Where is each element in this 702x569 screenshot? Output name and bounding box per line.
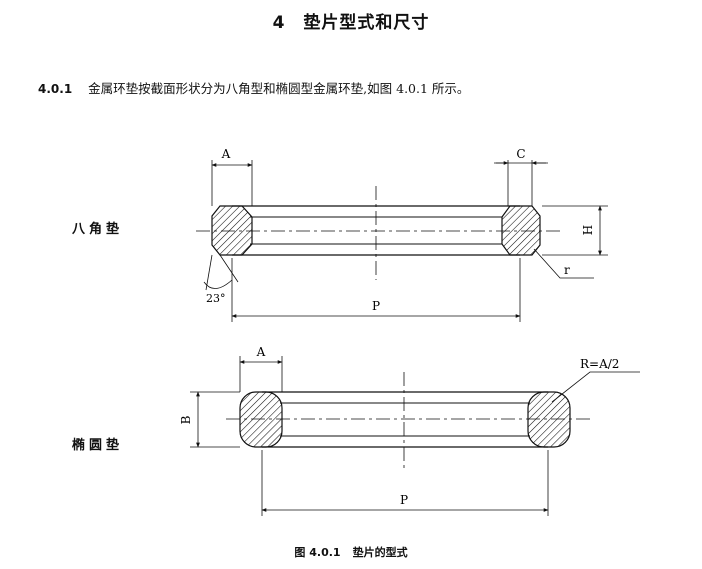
- oct-angle: 23°: [206, 292, 226, 305]
- oct-dim-a: A: [221, 147, 231, 161]
- figure-caption-text: 垫片的型式: [352, 546, 408, 559]
- oval-right-section: [527, 391, 571, 448]
- clause-text: 金属环垫按截面形状分为八角型和椭圆型金属环垫,如图 4.0.1 所示。: [88, 81, 470, 96]
- section-title-text: 垫片型式和尺寸: [303, 13, 430, 33]
- oct-dim-c: C: [516, 147, 525, 161]
- octagonal-right-section: [501, 205, 541, 256]
- octagonal-left-section: [211, 205, 253, 256]
- oct-dim-r: r: [564, 263, 570, 277]
- oval-left-section: [239, 391, 283, 448]
- oval-dim-a: A: [256, 345, 266, 359]
- figure-caption-number: 图 4.0.1: [294, 546, 341, 559]
- octagonal-gasket-label: 八角垫: [72, 222, 124, 237]
- oval-gasket-label: 椭圆垫: [72, 438, 124, 453]
- oval-radius-note: R=A/2: [580, 357, 619, 371]
- clause-paragraph: 4.0.1 金属环垫按截面形状分为八角型和椭圆型金属环垫,如图 4.0.1 所示。: [38, 78, 469, 97]
- octagonal-gasket: [196, 160, 608, 322]
- oct-dim-h: H: [581, 225, 595, 235]
- section-number: 4: [272, 13, 286, 33]
- oval-dim-p: P: [400, 493, 408, 507]
- oct-dim-p: P: [372, 299, 380, 313]
- section-title: 4 垫片型式和尺寸: [0, 8, 702, 33]
- oval-gasket: [190, 356, 640, 516]
- figure-caption: 图 4.0.1 垫片的型式: [0, 544, 702, 560]
- clause-number: 4.0.1: [38, 82, 73, 96]
- oval-dim-b: B: [179, 415, 193, 424]
